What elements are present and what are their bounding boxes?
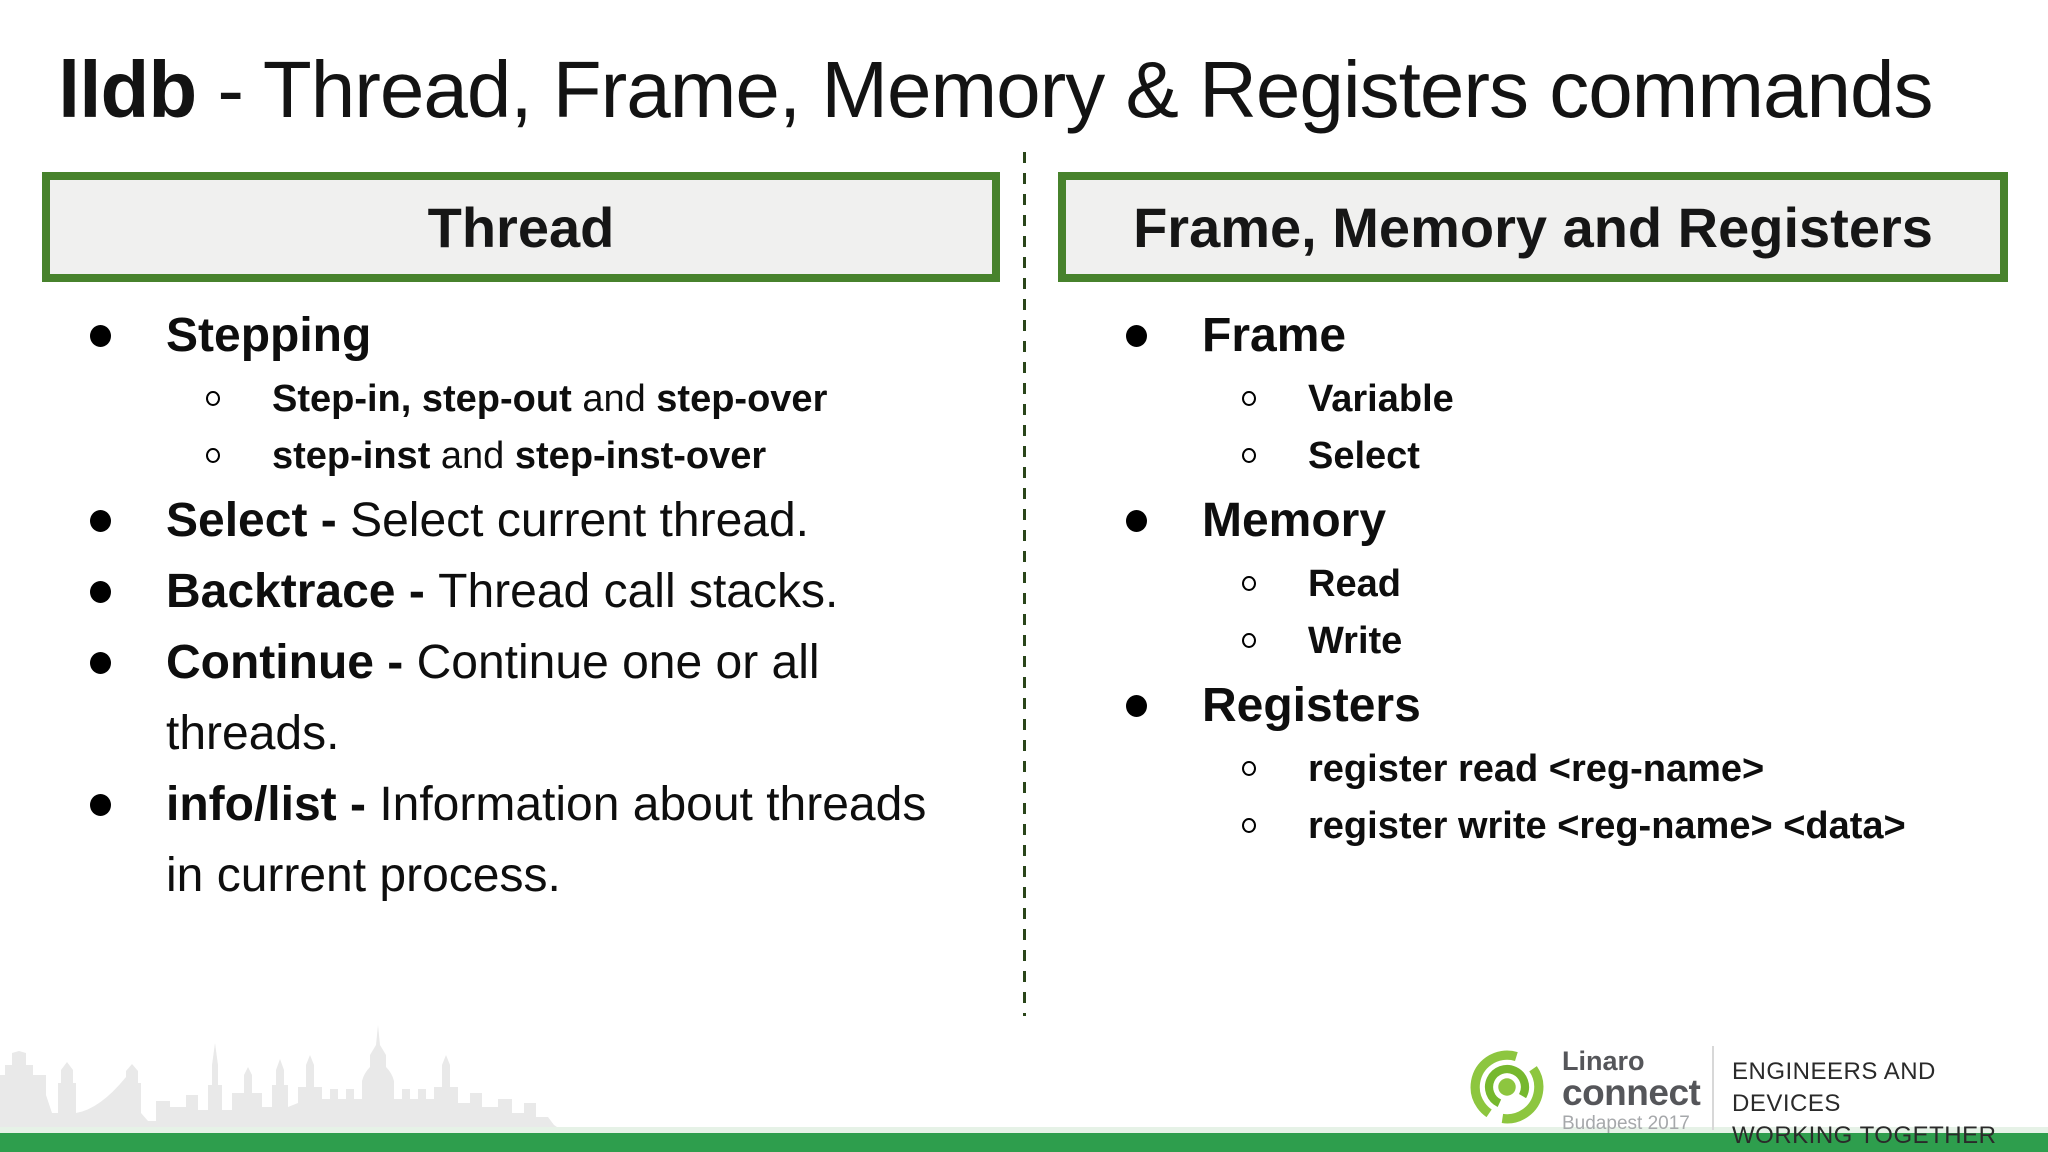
frame-memory-registers-header-box: Frame, Memory and Registers xyxy=(1058,172,2008,282)
list-item: Write xyxy=(1124,613,2024,670)
footer-green-bar xyxy=(0,1133,2048,1152)
footer-tagline: ENGINEERS AND DEVICES WORKING TOGETHER xyxy=(1732,1056,2048,1152)
footer-tagline-line1: ENGINEERS AND DEVICES xyxy=(1732,1058,1936,1117)
list-item: Registers xyxy=(1124,670,2024,741)
list-item: Stepping xyxy=(88,300,934,371)
event-name-label: Budapest 2017 xyxy=(1562,1113,1690,1134)
connect-wordmark: connect xyxy=(1562,1072,1701,1113)
list-item: Frame xyxy=(1124,300,2024,371)
list-item: Continue - Continue one or all threads. xyxy=(88,627,934,769)
list-item: step-inst and step-inst-over xyxy=(88,428,934,485)
list-item: register write <reg-name> <data> xyxy=(1124,798,2024,855)
slide-title-brand: lldb xyxy=(58,45,197,134)
list-item: register read <reg-name> xyxy=(1124,741,2024,798)
list-item: Backtrace - Thread call stacks. xyxy=(88,556,934,627)
footer-light-strip xyxy=(0,1127,2048,1133)
list-item: Select - Select current thread. xyxy=(88,485,934,556)
list-item: Step-in, step-out and step-over xyxy=(88,371,934,428)
linaro-connect-logo-text: Linaro connect Budapest 2017 xyxy=(1562,1046,1701,1138)
footer-vertical-divider xyxy=(1712,1046,1714,1130)
list-item: info/list - Information about threads in… xyxy=(88,769,934,911)
slide-title-rest: - Thread, Frame, Memory & Registers comm… xyxy=(196,45,1933,134)
linaro-connect-logo-icon xyxy=(1470,1050,1544,1124)
column-divider-dashed-line xyxy=(1023,152,1026,1016)
footer-tagline-line2: WORKING TOGETHER xyxy=(1732,1122,1997,1149)
list-item: Read xyxy=(1124,556,2024,613)
list-item: Variable xyxy=(1124,371,2024,428)
thread-header-label: Thread xyxy=(427,195,615,259)
linaro-wordmark: Linaro xyxy=(1562,1046,1645,1076)
linaro-connect-logo: Linaro connect Budapest 2017 xyxy=(1468,1046,1701,1138)
budapest-skyline-watermark xyxy=(0,1025,560,1133)
list-item: Memory xyxy=(1124,485,2024,556)
list-item: Select xyxy=(1124,428,2024,485)
frame-memory-registers-header-label: Frame, Memory and Registers xyxy=(1133,195,1933,259)
thread-header-box: Thread xyxy=(42,172,1000,282)
slide-title: lldb - Thread, Frame, Memory & Registers… xyxy=(58,42,2018,138)
